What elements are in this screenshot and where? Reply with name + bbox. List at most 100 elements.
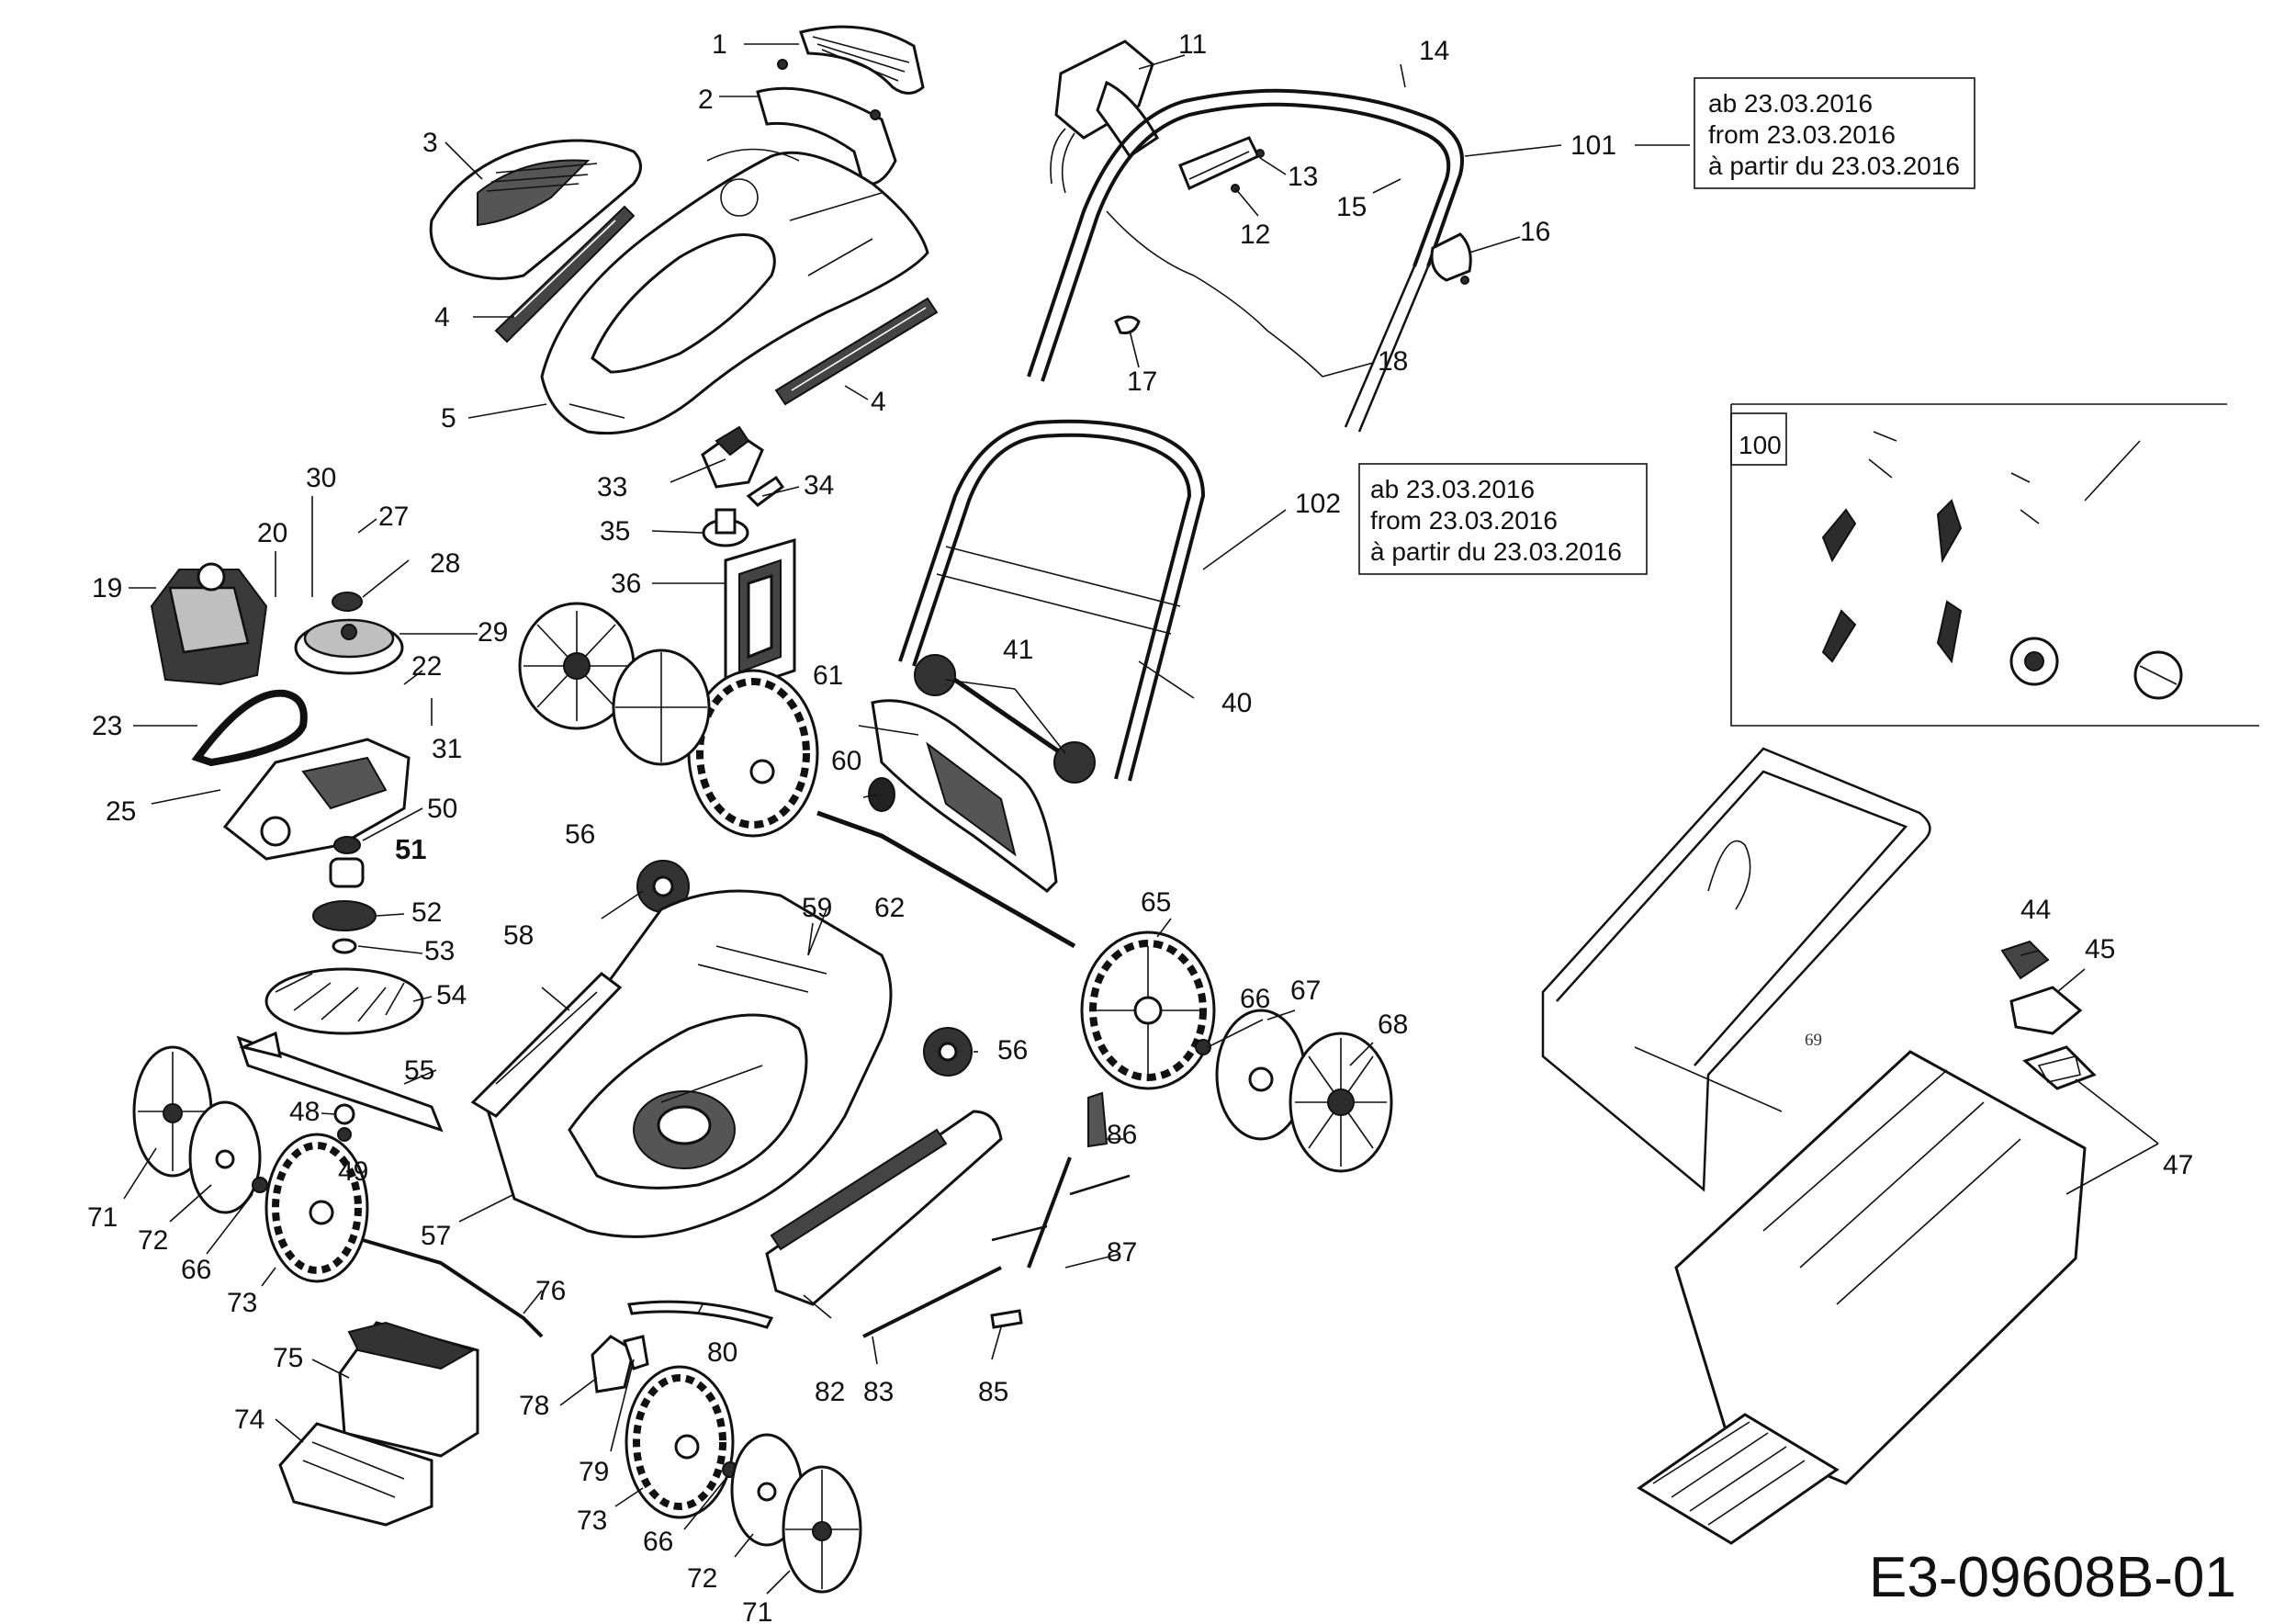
part-78-bracket (591, 1335, 636, 1393)
part-34-clip (746, 475, 785, 507)
part-55-blade (236, 1031, 444, 1133)
callout-87: 87 (1107, 1237, 1137, 1268)
callout-66-right: 66 (1240, 984, 1270, 1014)
part-12-clamp (1178, 136, 1265, 193)
wheel-disc-upper (612, 648, 711, 766)
callout-29: 29 (478, 617, 508, 648)
part-75-battery (338, 1321, 479, 1458)
diagram-reference-id: E3-09608B-01 (1869, 1546, 2236, 1609)
callout-52: 52 (411, 897, 442, 928)
callout-55: 55 (404, 1055, 434, 1086)
callout-53: 53 (424, 936, 455, 966)
leader-lines (123, 43, 2159, 1595)
callout-59: 59 (802, 893, 832, 923)
part-102-lower-handle (898, 419, 1206, 782)
part-49-bolt (337, 1127, 352, 1142)
callout-36: 36 (611, 569, 641, 599)
callout-49: 49 (338, 1156, 368, 1187)
callout-62: 62 (874, 893, 905, 923)
callout-13: 13 (1288, 162, 1318, 192)
callout-56-top: 56 (565, 819, 595, 850)
callout-17: 17 (1127, 367, 1157, 397)
part-56-gear-side (923, 1027, 973, 1077)
callout-58: 58 (503, 920, 534, 951)
part-5-housing-cover (540, 148, 929, 435)
callout-labels: 1 2 3 4 4 5 11 12 13 14 15 16 17 18 19 2… (87, 29, 2193, 1624)
part-50-bearing (333, 836, 361, 854)
part-45-bag-handle (2009, 986, 2083, 1035)
callout-23: 23 (92, 711, 122, 741)
callout-57: 57 (421, 1221, 451, 1251)
callout-11: 11 (1178, 29, 1207, 60)
part-73-wheel-a (264, 1133, 369, 1283)
part-87-lever (991, 1156, 1131, 1269)
callout-45: 45 (2085, 934, 2115, 964)
part-82-side-skirt (765, 1110, 1003, 1306)
note-101-line-1: ab 23.03.2016 (1708, 89, 1873, 118)
part-48-washer (333, 1103, 355, 1125)
callout-71-left: 71 (87, 1202, 118, 1233)
callout-20: 20 (257, 518, 287, 548)
part-100-lever-kit (1730, 403, 2259, 727)
callout-4-right: 4 (871, 387, 886, 417)
part-86-grip (1087, 1091, 1109, 1148)
note-101-line-3: à partir du 23.03.2016 (1708, 152, 1960, 180)
callout-61: 61 (813, 660, 843, 691)
part-14-upper-handle (1027, 88, 1464, 433)
kit-100-label: 100 (1739, 431, 1782, 459)
note-102-line-2: from 23.03.2016 (1370, 506, 1558, 535)
callout-15: 15 (1336, 192, 1367, 222)
callout-5: 5 (441, 403, 456, 434)
callout-14: 14 (1419, 36, 1449, 66)
part-51-bushing (329, 857, 365, 888)
callout-27: 27 (378, 502, 409, 532)
callout-41: 41 (1003, 635, 1033, 665)
callout-22: 22 (411, 651, 442, 682)
callout-74: 74 (234, 1404, 264, 1435)
part-28-bearing (332, 592, 363, 612)
part-53-washer (332, 938, 357, 954)
callout-31: 31 (432, 734, 462, 764)
wheel-cap-upper (518, 602, 636, 730)
part-44-bag-clip (2000, 940, 2050, 980)
part-4-side-strip-left (494, 205, 636, 344)
part-47-grass-bag (1637, 1050, 2087, 1545)
note-box-102: ab 23.03.2016 from 23.03.2016 à partir d… (1358, 463, 1648, 575)
callout-73-bottom: 73 (577, 1506, 607, 1536)
callout-50: 50 (427, 794, 457, 824)
callout-12: 12 (1240, 220, 1270, 250)
note-box-101: ab 23.03.2016 from 23.03.2016 à partir d… (1694, 77, 1975, 189)
part-35-holder (702, 508, 749, 547)
callout-28: 28 (430, 548, 460, 579)
callout-33: 33 (597, 472, 627, 502)
callout-66-bottom: 66 (643, 1527, 673, 1557)
part-58-side-rail (470, 972, 623, 1118)
callout-44: 44 (2020, 895, 2051, 925)
callout-86: 86 (1107, 1120, 1137, 1150)
callout-75: 75 (273, 1343, 303, 1373)
part-61-rear-flap (871, 699, 1058, 893)
part-17-clip (1114, 315, 1141, 334)
callout-102: 102 (1295, 489, 1341, 519)
callout-69: 69 (1805, 1031, 1822, 1050)
part-4-side-strip-right (774, 297, 939, 406)
callout-19: 19 (92, 573, 122, 603)
callout-60: 60 (831, 746, 861, 776)
part-73-wheel-b (625, 1365, 735, 1519)
callout-56-side: 56 (997, 1035, 1028, 1066)
part-66-washer-a (1195, 1039, 1211, 1055)
callout-68: 68 (1378, 1009, 1408, 1040)
part-79-clip (623, 1335, 649, 1370)
part-11-switch-box (1050, 39, 1159, 194)
callout-67: 67 (1290, 976, 1321, 1006)
callout-30: 30 (306, 463, 336, 493)
note-102-line-1: ab 23.03.2016 (1370, 475, 1535, 503)
part-1-handle-grip (799, 25, 925, 95)
part-65-front-wheel (1080, 930, 1216, 1090)
part-29-pulley (294, 618, 404, 675)
part-47-bag-indicator (2022, 1045, 2097, 1090)
part-62-axle-rod (816, 810, 1076, 949)
callout-25: 25 (106, 796, 136, 827)
part-66-washer-b (252, 1177, 268, 1193)
callout-2: 2 (698, 85, 714, 115)
